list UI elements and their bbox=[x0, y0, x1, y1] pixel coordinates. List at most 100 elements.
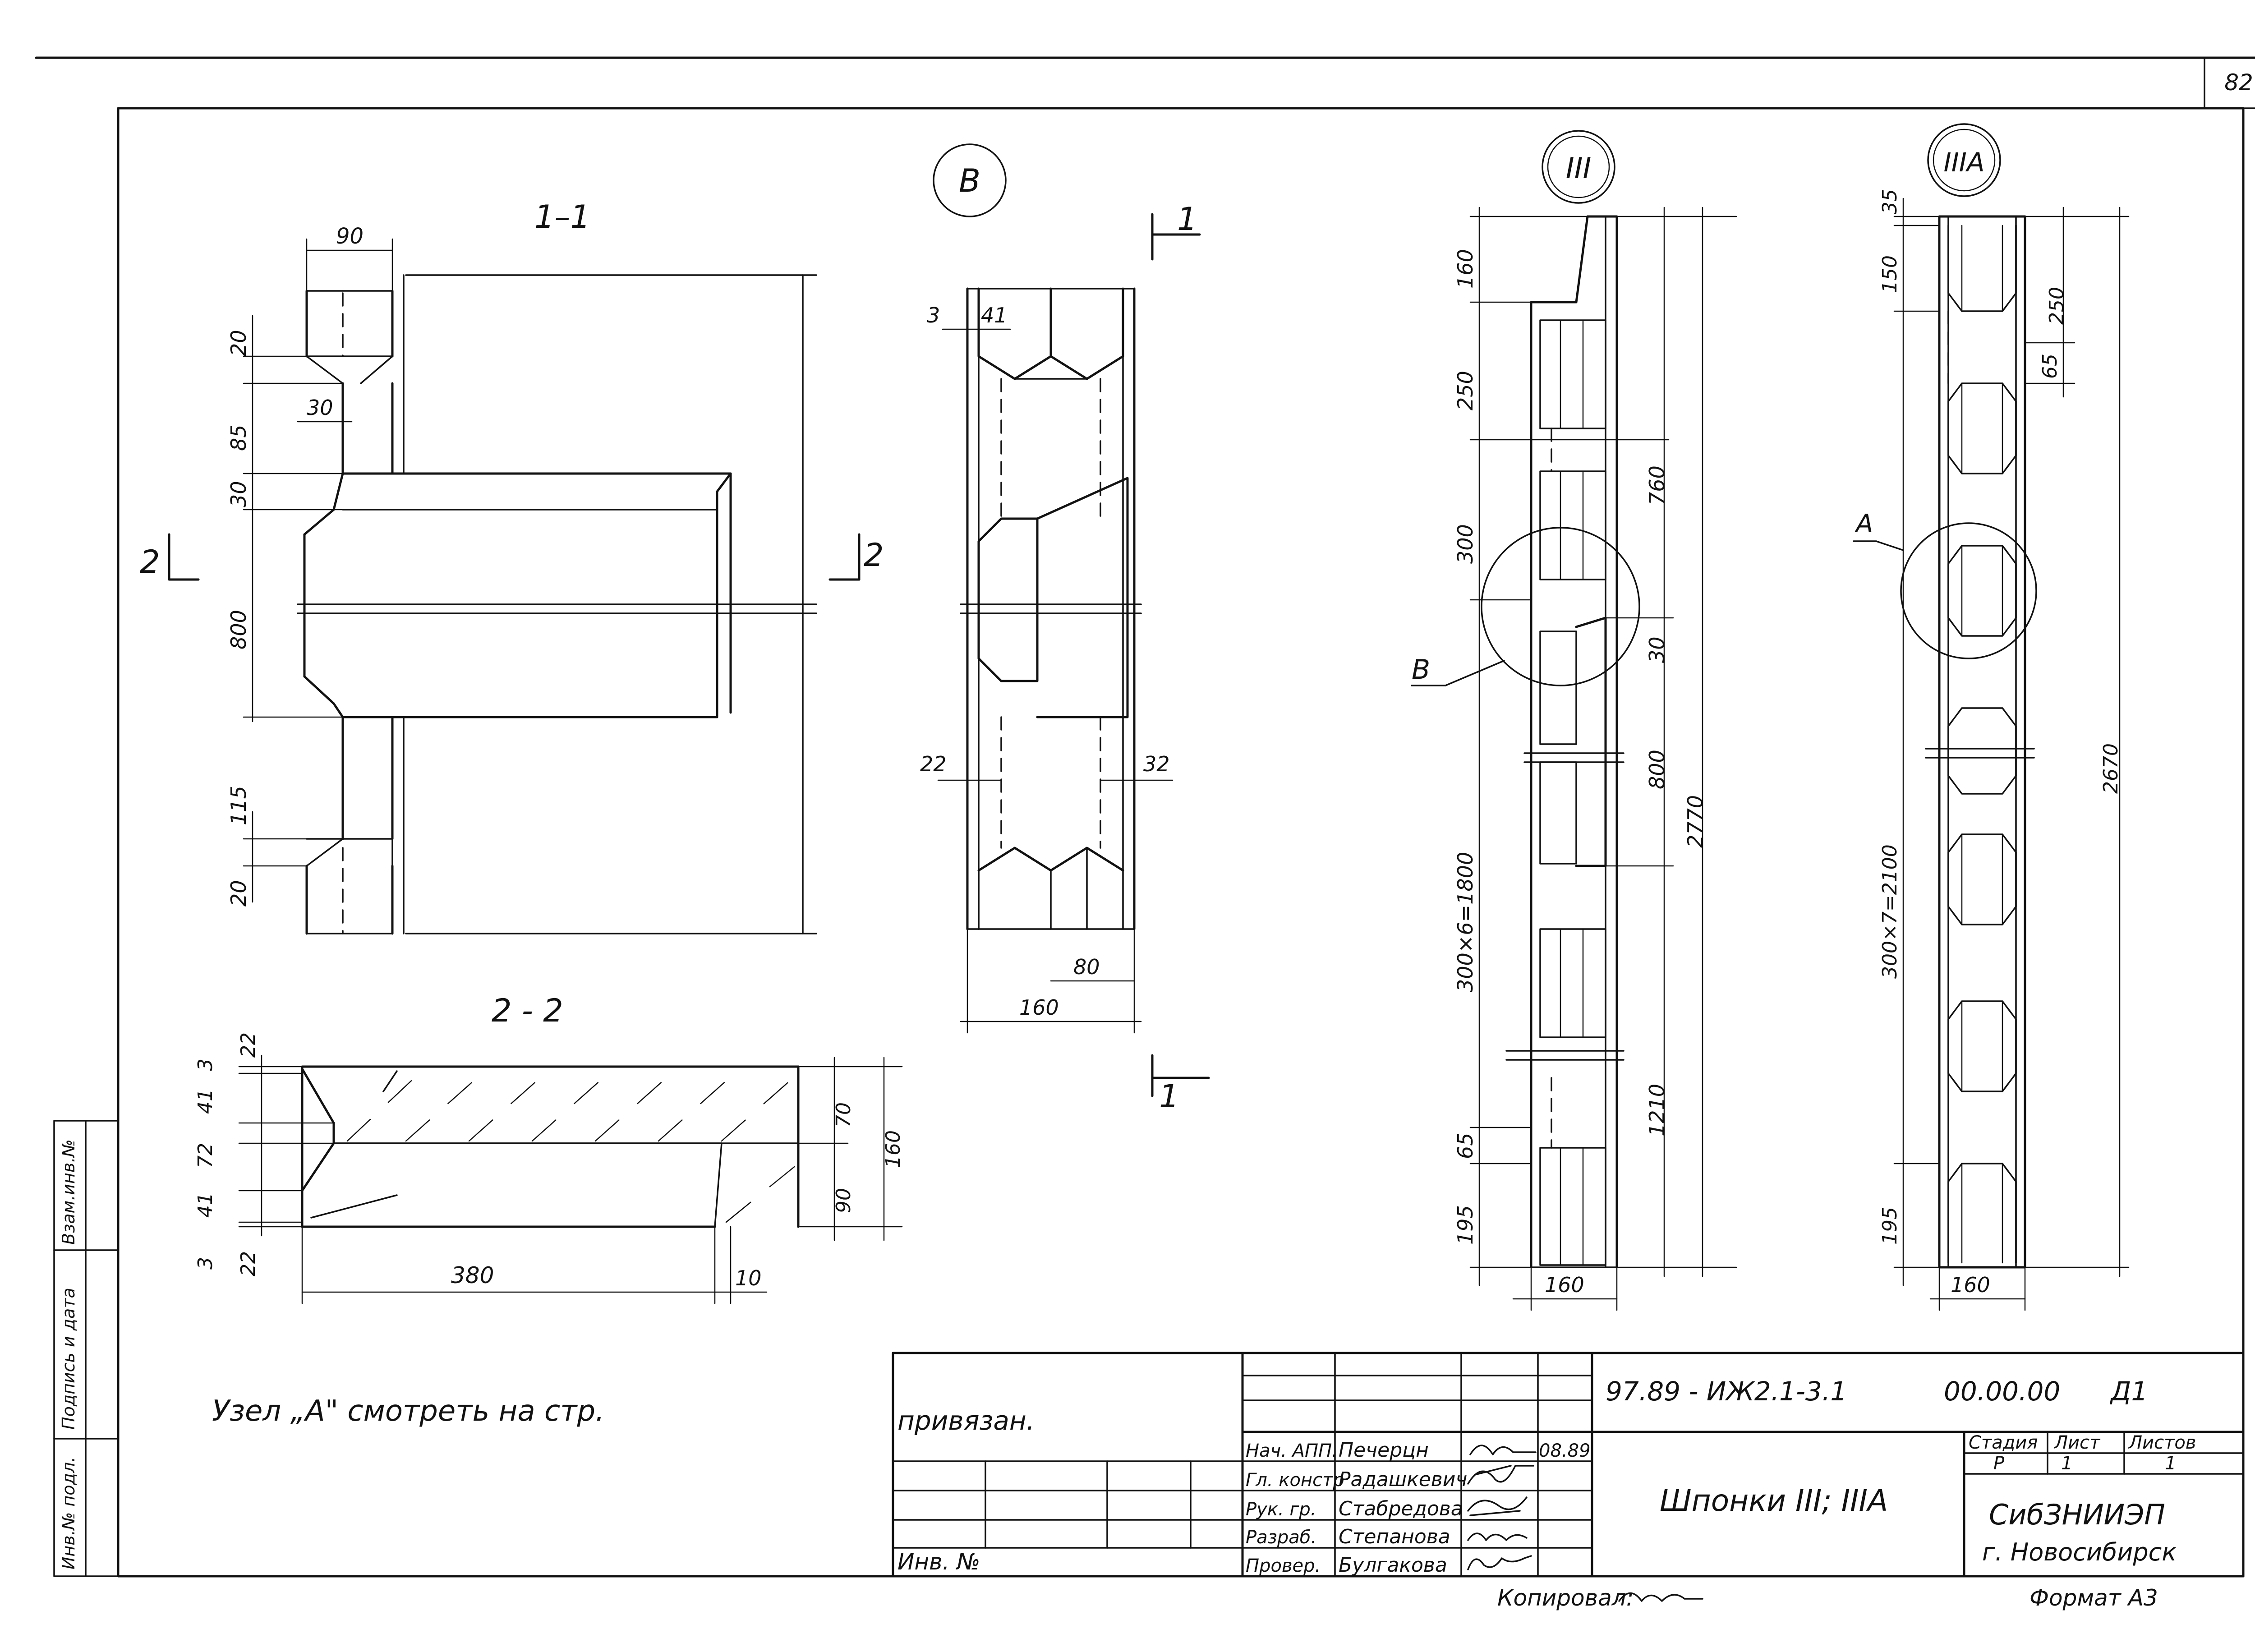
signature-3 bbox=[1467, 1496, 1528, 1516]
dim-3a: 3 bbox=[194, 1058, 217, 1071]
dim-65: 65 bbox=[1453, 1132, 1477, 1159]
side-stamp-signature: Подпись и дата bbox=[59, 1288, 78, 1430]
name-developer: Степанова bbox=[1339, 1525, 1450, 1548]
dim-800: 800 bbox=[226, 610, 251, 649]
signature-1 bbox=[1469, 1445, 1537, 1455]
dim-90b: 90 bbox=[832, 1188, 855, 1213]
dim-300x6: 300×6=1800 bbox=[1453, 852, 1477, 992]
dim-160-key-width: 160 bbox=[1545, 1273, 1584, 1297]
name-group: Стабредова bbox=[1339, 1497, 1463, 1520]
dim-195-iiia: 195 bbox=[1878, 1207, 1901, 1245]
signature-5 bbox=[1467, 1555, 1532, 1570]
dim-300: 300 bbox=[1453, 524, 1477, 564]
dim-30: 30 bbox=[307, 396, 333, 420]
dim-250-iiia: 250 bbox=[2045, 287, 2068, 325]
node-v-label: В bbox=[959, 162, 980, 199]
copied-signature bbox=[1618, 1592, 1703, 1602]
cut-mark-1-bot: 1 bbox=[1159, 1078, 1179, 1115]
dim-70: 70 bbox=[832, 1102, 855, 1127]
signature-2 bbox=[1467, 1465, 1534, 1485]
dim-2670: 2670 bbox=[2099, 743, 2122, 794]
stage-value: Р bbox=[1993, 1453, 2005, 1474]
side-stamp-inventory: Инв.№ подл. bbox=[59, 1457, 78, 1569]
section-2-2: 2 - 2 3 22 41 72 41 3 22 bbox=[194, 992, 905, 1304]
date: 08.89 bbox=[1539, 1440, 1591, 1461]
doc-number: 00.00.00 bbox=[1944, 1376, 2060, 1407]
dim-160-node: 160 bbox=[1019, 995, 1059, 1020]
dim-3: 3 bbox=[927, 303, 940, 327]
dim-115: 115 bbox=[226, 786, 251, 825]
dim-30b: 30 bbox=[226, 481, 251, 507]
dim-22a: 22 bbox=[237, 1032, 260, 1058]
dim-760: 760 bbox=[1645, 465, 1669, 505]
dim-65-iiia: 65 bbox=[2039, 354, 2062, 379]
role-group: Рук. гр. bbox=[1246, 1499, 1316, 1520]
format-label: Формат А3 bbox=[2030, 1585, 2158, 1611]
side-stamp: Взам.инв.№ Подпись и дата Инв.№ подл. bbox=[53, 1120, 119, 1577]
section-2-2-title: 2 - 2 bbox=[492, 992, 563, 1029]
dim-10: 10 bbox=[735, 1266, 762, 1290]
key-III-label: III bbox=[1566, 152, 1592, 185]
dim-22b: 22 bbox=[237, 1251, 260, 1276]
drawing-frame bbox=[117, 107, 2245, 1578]
stage-label: Стадия bbox=[1969, 1432, 2038, 1453]
cut-mark-2-right: 2 bbox=[864, 537, 884, 574]
drawing-title: Шпонки III; IIIА bbox=[1660, 1483, 1888, 1518]
page-number: 82 bbox=[2224, 69, 2253, 96]
dim-30-key: 30 bbox=[1645, 636, 1669, 663]
section-1-1-title: 1–1 bbox=[534, 198, 590, 235]
key-IIIA-label: IIIА bbox=[1944, 147, 1985, 178]
key-IIIA-segments bbox=[1925, 225, 2035, 1264]
cut-mark-1-top: 1 bbox=[1177, 201, 1197, 238]
dim-195: 195 bbox=[1453, 1205, 1477, 1245]
dim-250: 250 bbox=[1453, 371, 1477, 410]
dim-2770: 2770 bbox=[1683, 795, 1707, 848]
dim-72: 72 bbox=[194, 1143, 217, 1168]
copied-by: Копировал: bbox=[1497, 1585, 1634, 1611]
dim-85: 85 bbox=[226, 424, 251, 451]
bound-label: привязан. bbox=[897, 1405, 1035, 1436]
dim-800-key: 800 bbox=[1645, 750, 1669, 789]
key-III-view: III bbox=[1411, 130, 1737, 1311]
sheet-mark: Д1 bbox=[2109, 1376, 2148, 1407]
role-head: Нач. АПП. bbox=[1246, 1440, 1338, 1461]
dim-41: 41 bbox=[981, 303, 1008, 327]
signature-4 bbox=[1467, 1532, 1528, 1541]
dim-90: 90 bbox=[336, 224, 364, 249]
section-1-1: 1–1 bbox=[140, 198, 884, 935]
organization: СибЗНИИЭП bbox=[1989, 1498, 2165, 1531]
dim-41b: 41 bbox=[194, 1192, 217, 1218]
dim-300x7: 300×7=2100 bbox=[1878, 844, 1901, 979]
dim-80: 80 bbox=[1073, 955, 1100, 979]
name-chief: Радашкевич bbox=[1339, 1468, 1467, 1491]
dim-160: 160 bbox=[882, 1130, 905, 1168]
inventory-label: Инв. № bbox=[897, 1549, 980, 1575]
dim-20-top: 20 bbox=[226, 330, 251, 356]
title-block: привязан. Инв. № Нач. АПП. Гл. констр Ру… bbox=[892, 1352, 2245, 1578]
note-text: Узел „А" смотреть на стр. bbox=[212, 1394, 604, 1428]
key-III-callout: В bbox=[1412, 654, 1430, 686]
name-checker: Булгакова bbox=[1339, 1554, 1447, 1577]
side-stamp-replaced: Взам.инв.№ bbox=[59, 1139, 78, 1245]
dim-160-top: 160 bbox=[1453, 249, 1477, 289]
dim-20-bot: 20 bbox=[226, 880, 251, 907]
dim-380: 380 bbox=[451, 1262, 494, 1288]
dim-3b: 3 bbox=[194, 1257, 217, 1270]
sheet-label: Лист bbox=[2053, 1432, 2101, 1453]
dim-150: 150 bbox=[1878, 255, 1901, 293]
name-head: Печерцн bbox=[1339, 1439, 1429, 1462]
node-v-view: В 1 1 3 41 22 32 bbox=[920, 143, 1210, 1115]
cut-mark-2-left: 2 bbox=[140, 543, 160, 580]
dim-1210: 1210 bbox=[1645, 1084, 1669, 1137]
key-III-segments bbox=[1505, 319, 1625, 1266]
city: г. Новосибирск bbox=[1982, 1538, 2177, 1566]
sheets-value: 1 bbox=[2165, 1453, 2176, 1474]
key-IIIA-view: IIIА bbox=[1853, 123, 2130, 1311]
dim-35: 35 bbox=[1878, 189, 1901, 214]
dim-41a: 41 bbox=[194, 1089, 217, 1114]
doc-code: 97.89 - ИЖ2.1-3.1 bbox=[1606, 1376, 1847, 1407]
sheets-label: Листов bbox=[2128, 1432, 2196, 1453]
sheet-value: 1 bbox=[2061, 1453, 2072, 1474]
dim-22: 22 bbox=[920, 752, 947, 776]
